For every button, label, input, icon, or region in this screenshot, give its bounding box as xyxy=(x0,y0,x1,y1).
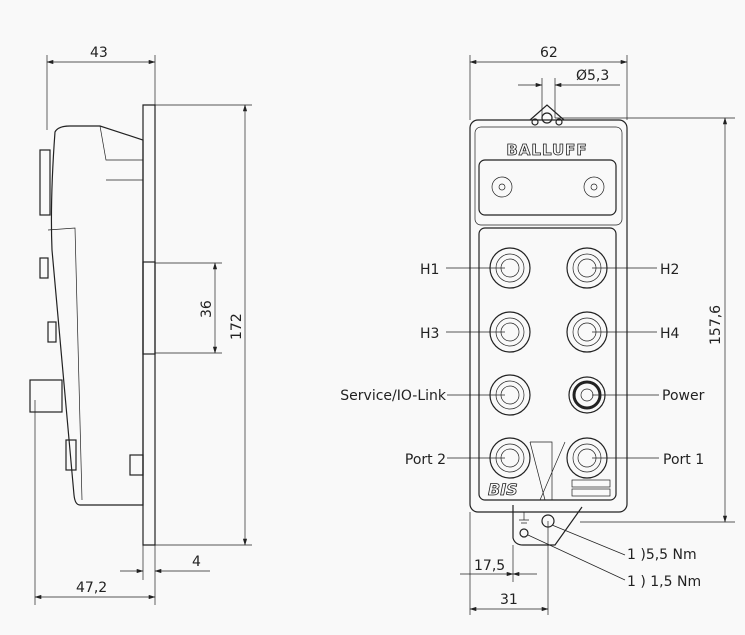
device-housing xyxy=(469,119,628,513)
brand-logo: BALLUFF xyxy=(506,141,587,159)
plate-thickness-dim: 4 xyxy=(192,554,201,570)
side-width-dim: 43 xyxy=(90,45,108,61)
front-height-dim: 157,6 xyxy=(708,305,724,345)
side-view: 43 47,2 4 172 36 xyxy=(29,45,252,605)
series-logo: BIS xyxy=(488,480,518,499)
ground-offset-dim: 31 xyxy=(500,592,518,608)
label-h2: H2 xyxy=(660,262,679,278)
side-depth-dim: 47,2 xyxy=(76,580,107,596)
label-power: Power xyxy=(662,388,705,404)
front-width-dim: 62 xyxy=(540,45,558,61)
front-view: BALLUFF BIS H1 H2 H3 H4 Service/IO-Link … xyxy=(340,45,735,615)
torque-note-1: 1 )5,5 Nm xyxy=(627,547,697,563)
offset-dim: 17,5 xyxy=(474,558,505,574)
side-height-dim: 172 xyxy=(229,313,245,340)
label-h3: H3 xyxy=(420,326,439,342)
slot-dim: 36 xyxy=(199,300,215,318)
label-h4: H4 xyxy=(660,326,680,342)
connectors xyxy=(489,247,608,479)
side-body xyxy=(50,125,144,506)
label-port1: Port 1 xyxy=(663,452,704,468)
label-service-io-link: Service/IO-Link xyxy=(340,388,447,404)
label-port2: Port 2 xyxy=(405,452,446,468)
label-plate xyxy=(478,159,617,216)
ground-bracket xyxy=(512,505,583,546)
label-h1: H1 xyxy=(420,262,439,278)
torque-note-2: 1 ) 1,5 Nm xyxy=(627,574,701,590)
mount-tab xyxy=(529,104,565,121)
mounting-plate xyxy=(142,104,156,546)
hole-diameter-dim: Ø5,3 xyxy=(576,68,609,84)
ground-icon xyxy=(519,512,529,524)
